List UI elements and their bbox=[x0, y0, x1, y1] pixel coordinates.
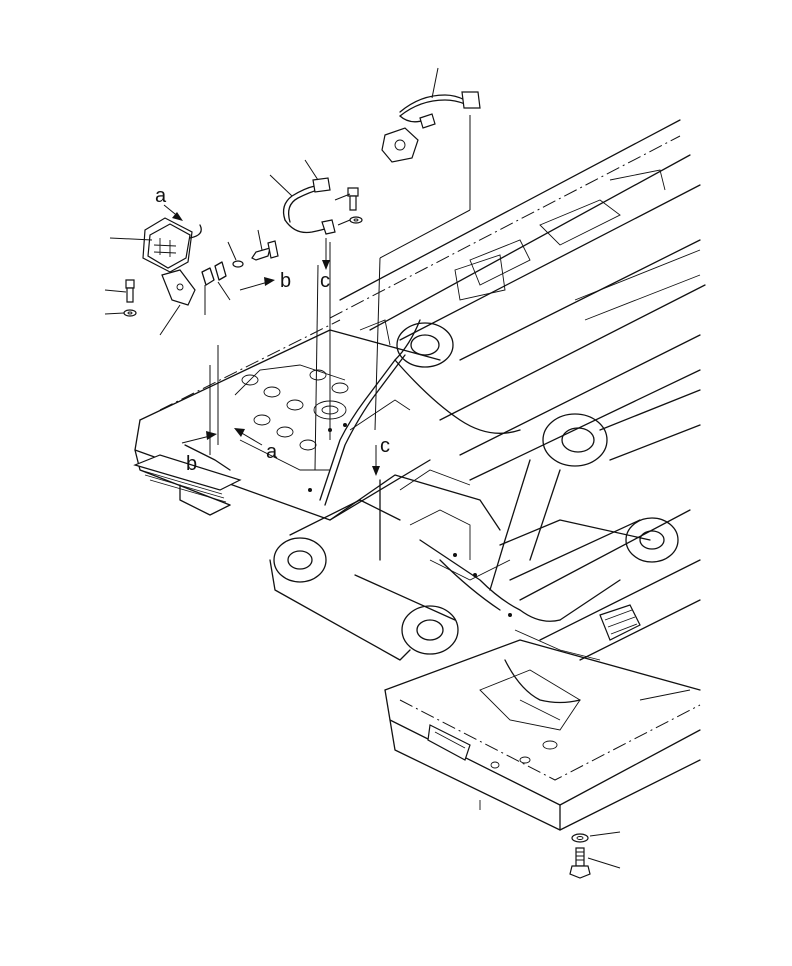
top-harness bbox=[282, 177, 336, 235]
lamp-bracket bbox=[161, 269, 196, 306]
left-bolt-washer bbox=[123, 279, 137, 317]
boom-frame bbox=[329, 119, 706, 591]
small-fasteners bbox=[201, 240, 279, 286]
callout-a-mid: a bbox=[266, 441, 278, 463]
rear-frame bbox=[384, 639, 701, 831]
arrow-icon bbox=[163, 204, 380, 476]
upper-deck bbox=[133, 319, 441, 521]
sensor-harness bbox=[381, 91, 481, 163]
callout-c-top: c bbox=[320, 270, 330, 292]
lower-chassis bbox=[269, 469, 701, 661]
callout-b-top: b bbox=[280, 270, 291, 292]
work-lamp bbox=[142, 217, 202, 273]
bottom-bolt-washer bbox=[569, 833, 591, 879]
callout-c-mid: c bbox=[380, 435, 390, 457]
callout-b-mid: b bbox=[186, 453, 197, 475]
center-bolt-washer bbox=[347, 187, 363, 224]
leader-lines bbox=[104, 67, 621, 869]
callout-a-top: a bbox=[155, 185, 167, 207]
harness-routing bbox=[308, 319, 621, 704]
